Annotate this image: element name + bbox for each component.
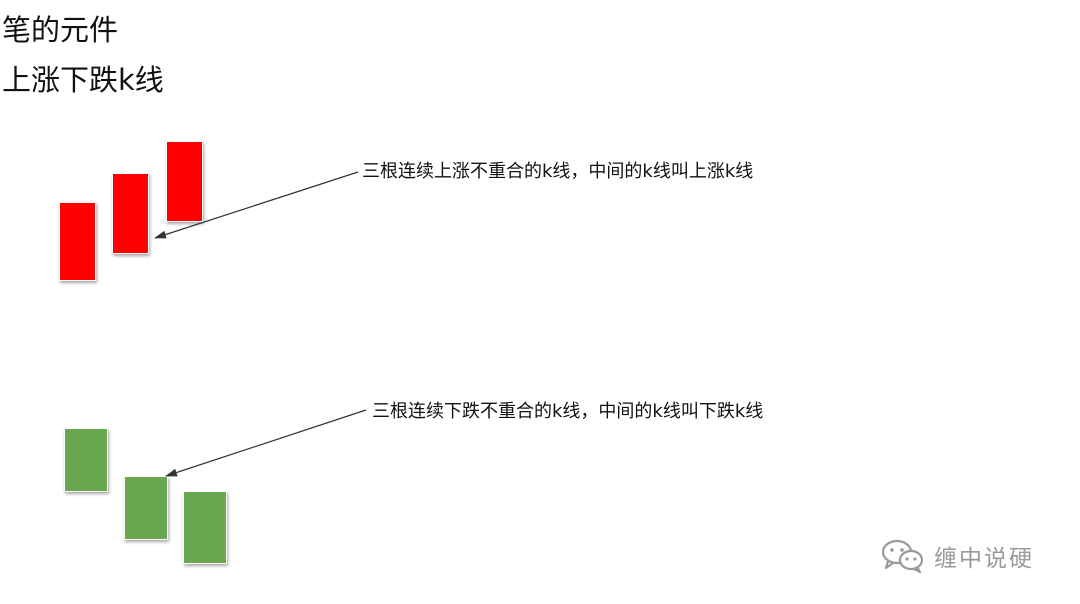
down-candle-2-middle	[124, 476, 168, 540]
annotation-up-candle: 三根连续上涨不重合的k线，中间的k线叫上涨k线	[362, 161, 754, 182]
up-arrow	[154, 171, 359, 239]
title-line-2: 上涨下跌k线	[2, 63, 164, 97]
watermark: 缠中说硬	[880, 536, 1034, 576]
down-candle-1	[64, 428, 108, 492]
wechat-icon	[880, 538, 926, 574]
title-line-1: 笔的元件	[2, 13, 119, 47]
down-candle-3	[183, 491, 227, 564]
down-arrow	[165, 409, 367, 477]
watermark-text: 缠中说硬	[934, 546, 1034, 572]
up-candle-2-middle	[112, 173, 149, 254]
up-candle-3	[166, 141, 203, 222]
annotation-down-candle: 三根连续下跌不重合的k线，中间的k线叫下跌k线	[372, 401, 764, 422]
up-candle-1	[59, 202, 96, 281]
